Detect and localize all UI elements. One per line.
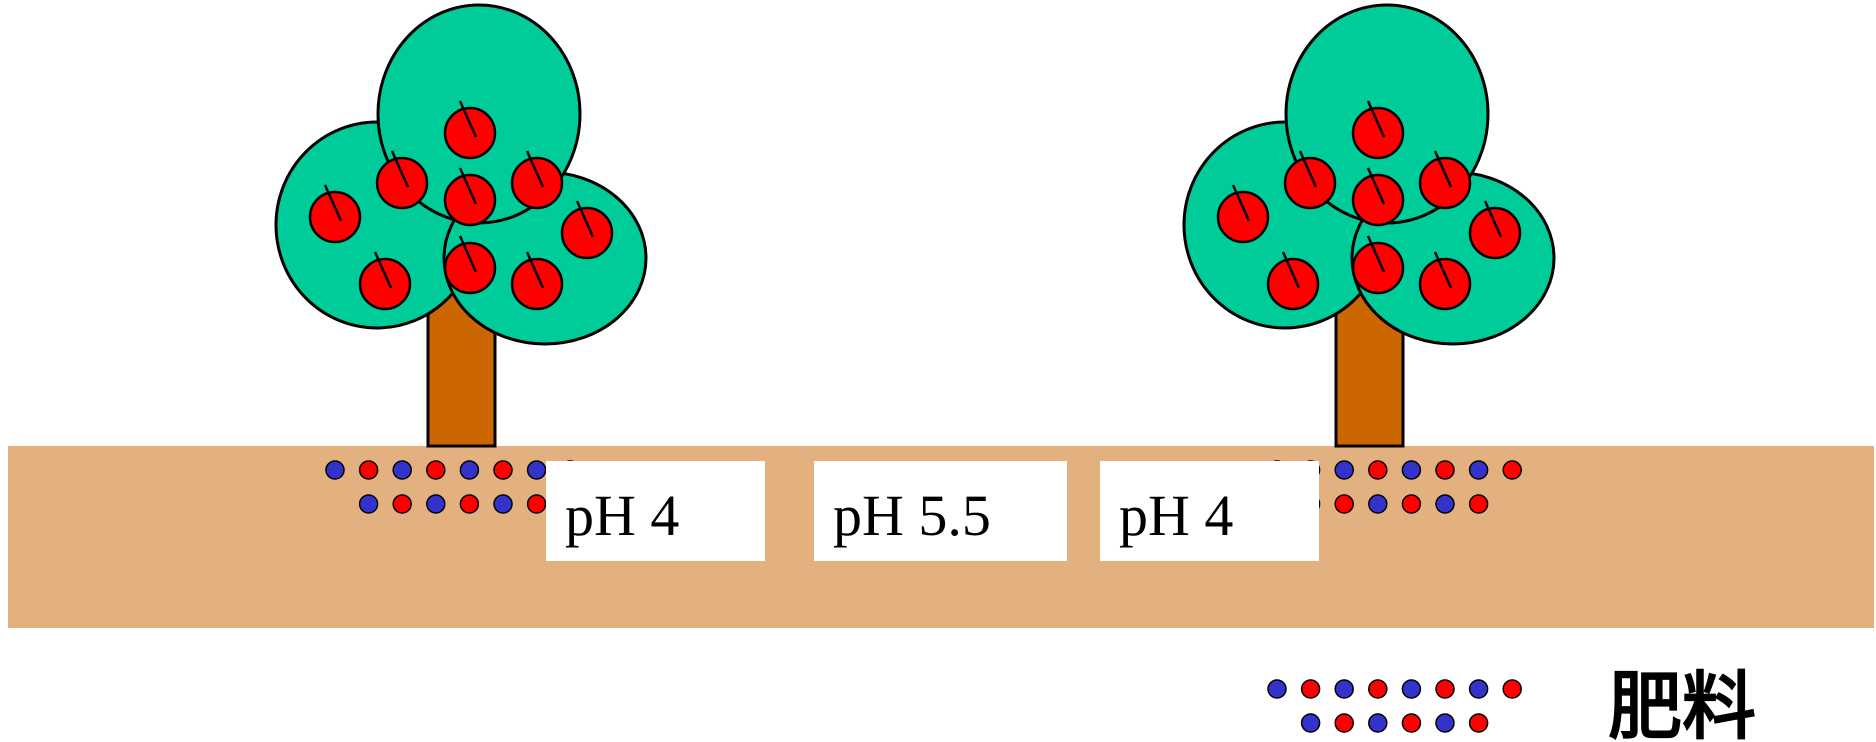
apple — [560, 206, 614, 260]
fertilizer-dot — [1435, 713, 1455, 733]
apple — [1266, 257, 1320, 311]
fertilizer-dot — [1401, 713, 1422, 733]
fertilizer-dot — [1468, 494, 1489, 514]
apple-stem — [458, 235, 478, 273]
apple-stem — [575, 200, 595, 238]
apple-stem — [1298, 150, 1318, 188]
fertilizer-dot — [325, 460, 345, 480]
apple — [510, 257, 564, 311]
legend-label: 肥料 — [1608, 664, 1756, 742]
fertilizer-dot — [1334, 713, 1354, 733]
apple-stem — [1366, 100, 1386, 138]
fertilizer-dot — [1368, 713, 1388, 733]
fertilizer-dot — [1300, 679, 1321, 699]
apple-stem — [458, 167, 478, 205]
ph-label-right-text: pH 4 — [1119, 483, 1233, 548]
apple — [1351, 106, 1405, 160]
apple-stem — [1366, 167, 1386, 205]
fertilizer-dot — [459, 494, 480, 514]
apple — [1468, 206, 1522, 260]
apple-stem — [1433, 150, 1453, 188]
apple-stem — [1231, 184, 1251, 222]
fertilizer-dot — [358, 460, 379, 480]
fertilizer-dot — [1468, 713, 1489, 733]
apple — [443, 106, 497, 160]
apple — [1418, 257, 1472, 311]
fertilizer-dot — [1368, 679, 1388, 699]
fertilizer-dot — [1468, 679, 1489, 699]
apple-stem — [1483, 200, 1503, 238]
apple — [1351, 241, 1405, 295]
fertilizer-dot — [1502, 460, 1522, 480]
fertilizer-dot — [1401, 460, 1422, 480]
apple-stem — [323, 184, 343, 222]
apple-stem — [390, 150, 410, 188]
apple-stem — [525, 251, 545, 289]
apple-stem — [458, 100, 478, 138]
apple — [1216, 190, 1270, 244]
apple-stem — [1366, 235, 1386, 273]
fertilizer-dots-right — [1267, 460, 1522, 514]
apple — [308, 190, 362, 244]
apple — [1351, 173, 1405, 227]
ph-label-middle: pH 5.5 — [814, 461, 1067, 561]
apple — [443, 241, 497, 295]
apple-stem — [1281, 251, 1301, 289]
left-tree — [274, 3, 648, 448]
fertilizer-dot — [1267, 679, 1287, 699]
fertilizer-dot — [1401, 679, 1422, 699]
apple — [375, 156, 429, 210]
fertilizer-dot — [459, 460, 480, 480]
apple — [358, 257, 412, 311]
apple-stem — [373, 251, 393, 289]
fertilizer-dot — [1368, 460, 1388, 480]
fertilizer-dot — [1334, 460, 1354, 480]
apple-stem — [1433, 251, 1453, 289]
fertilizer-dot — [1435, 679, 1455, 699]
fertilizer-dot — [1368, 494, 1388, 514]
fertilizer-dot — [526, 494, 547, 514]
apple — [443, 173, 497, 227]
fertilizer-dot — [1300, 713, 1321, 733]
fertilizer-dot — [392, 494, 412, 514]
legend-fertilizer-dots — [1267, 679, 1522, 733]
fertilizer-dot — [1435, 460, 1455, 480]
fertilizer-dot — [493, 494, 513, 514]
fertilizer-dot — [358, 494, 379, 514]
apple — [1283, 156, 1337, 210]
apple-stem — [525, 150, 545, 188]
fertilizer-dot — [392, 460, 412, 480]
fertilizer-dot — [526, 460, 547, 480]
fertilizer-dot — [1401, 494, 1422, 514]
fertilizer-dot — [1435, 494, 1455, 514]
fertilizer-dot — [426, 460, 446, 480]
fertilizer-dot — [1468, 460, 1489, 480]
ph-label-left-text: pH 4 — [565, 483, 679, 548]
fertilizer-dot — [1334, 494, 1354, 514]
right-tree — [1182, 3, 1556, 448]
ph-label-right: pH 4 — [1100, 461, 1319, 561]
ph-label-middle-text: pH 5.5 — [833, 483, 991, 548]
ph-label-left: pH 4 — [546, 461, 765, 561]
apple — [1418, 156, 1472, 210]
fertilizer-dot — [1502, 679, 1522, 699]
fertilizer-dot — [1334, 679, 1354, 699]
fertilizer-dot — [426, 494, 446, 514]
apple — [510, 156, 564, 210]
fertilizer-dot — [493, 460, 513, 480]
